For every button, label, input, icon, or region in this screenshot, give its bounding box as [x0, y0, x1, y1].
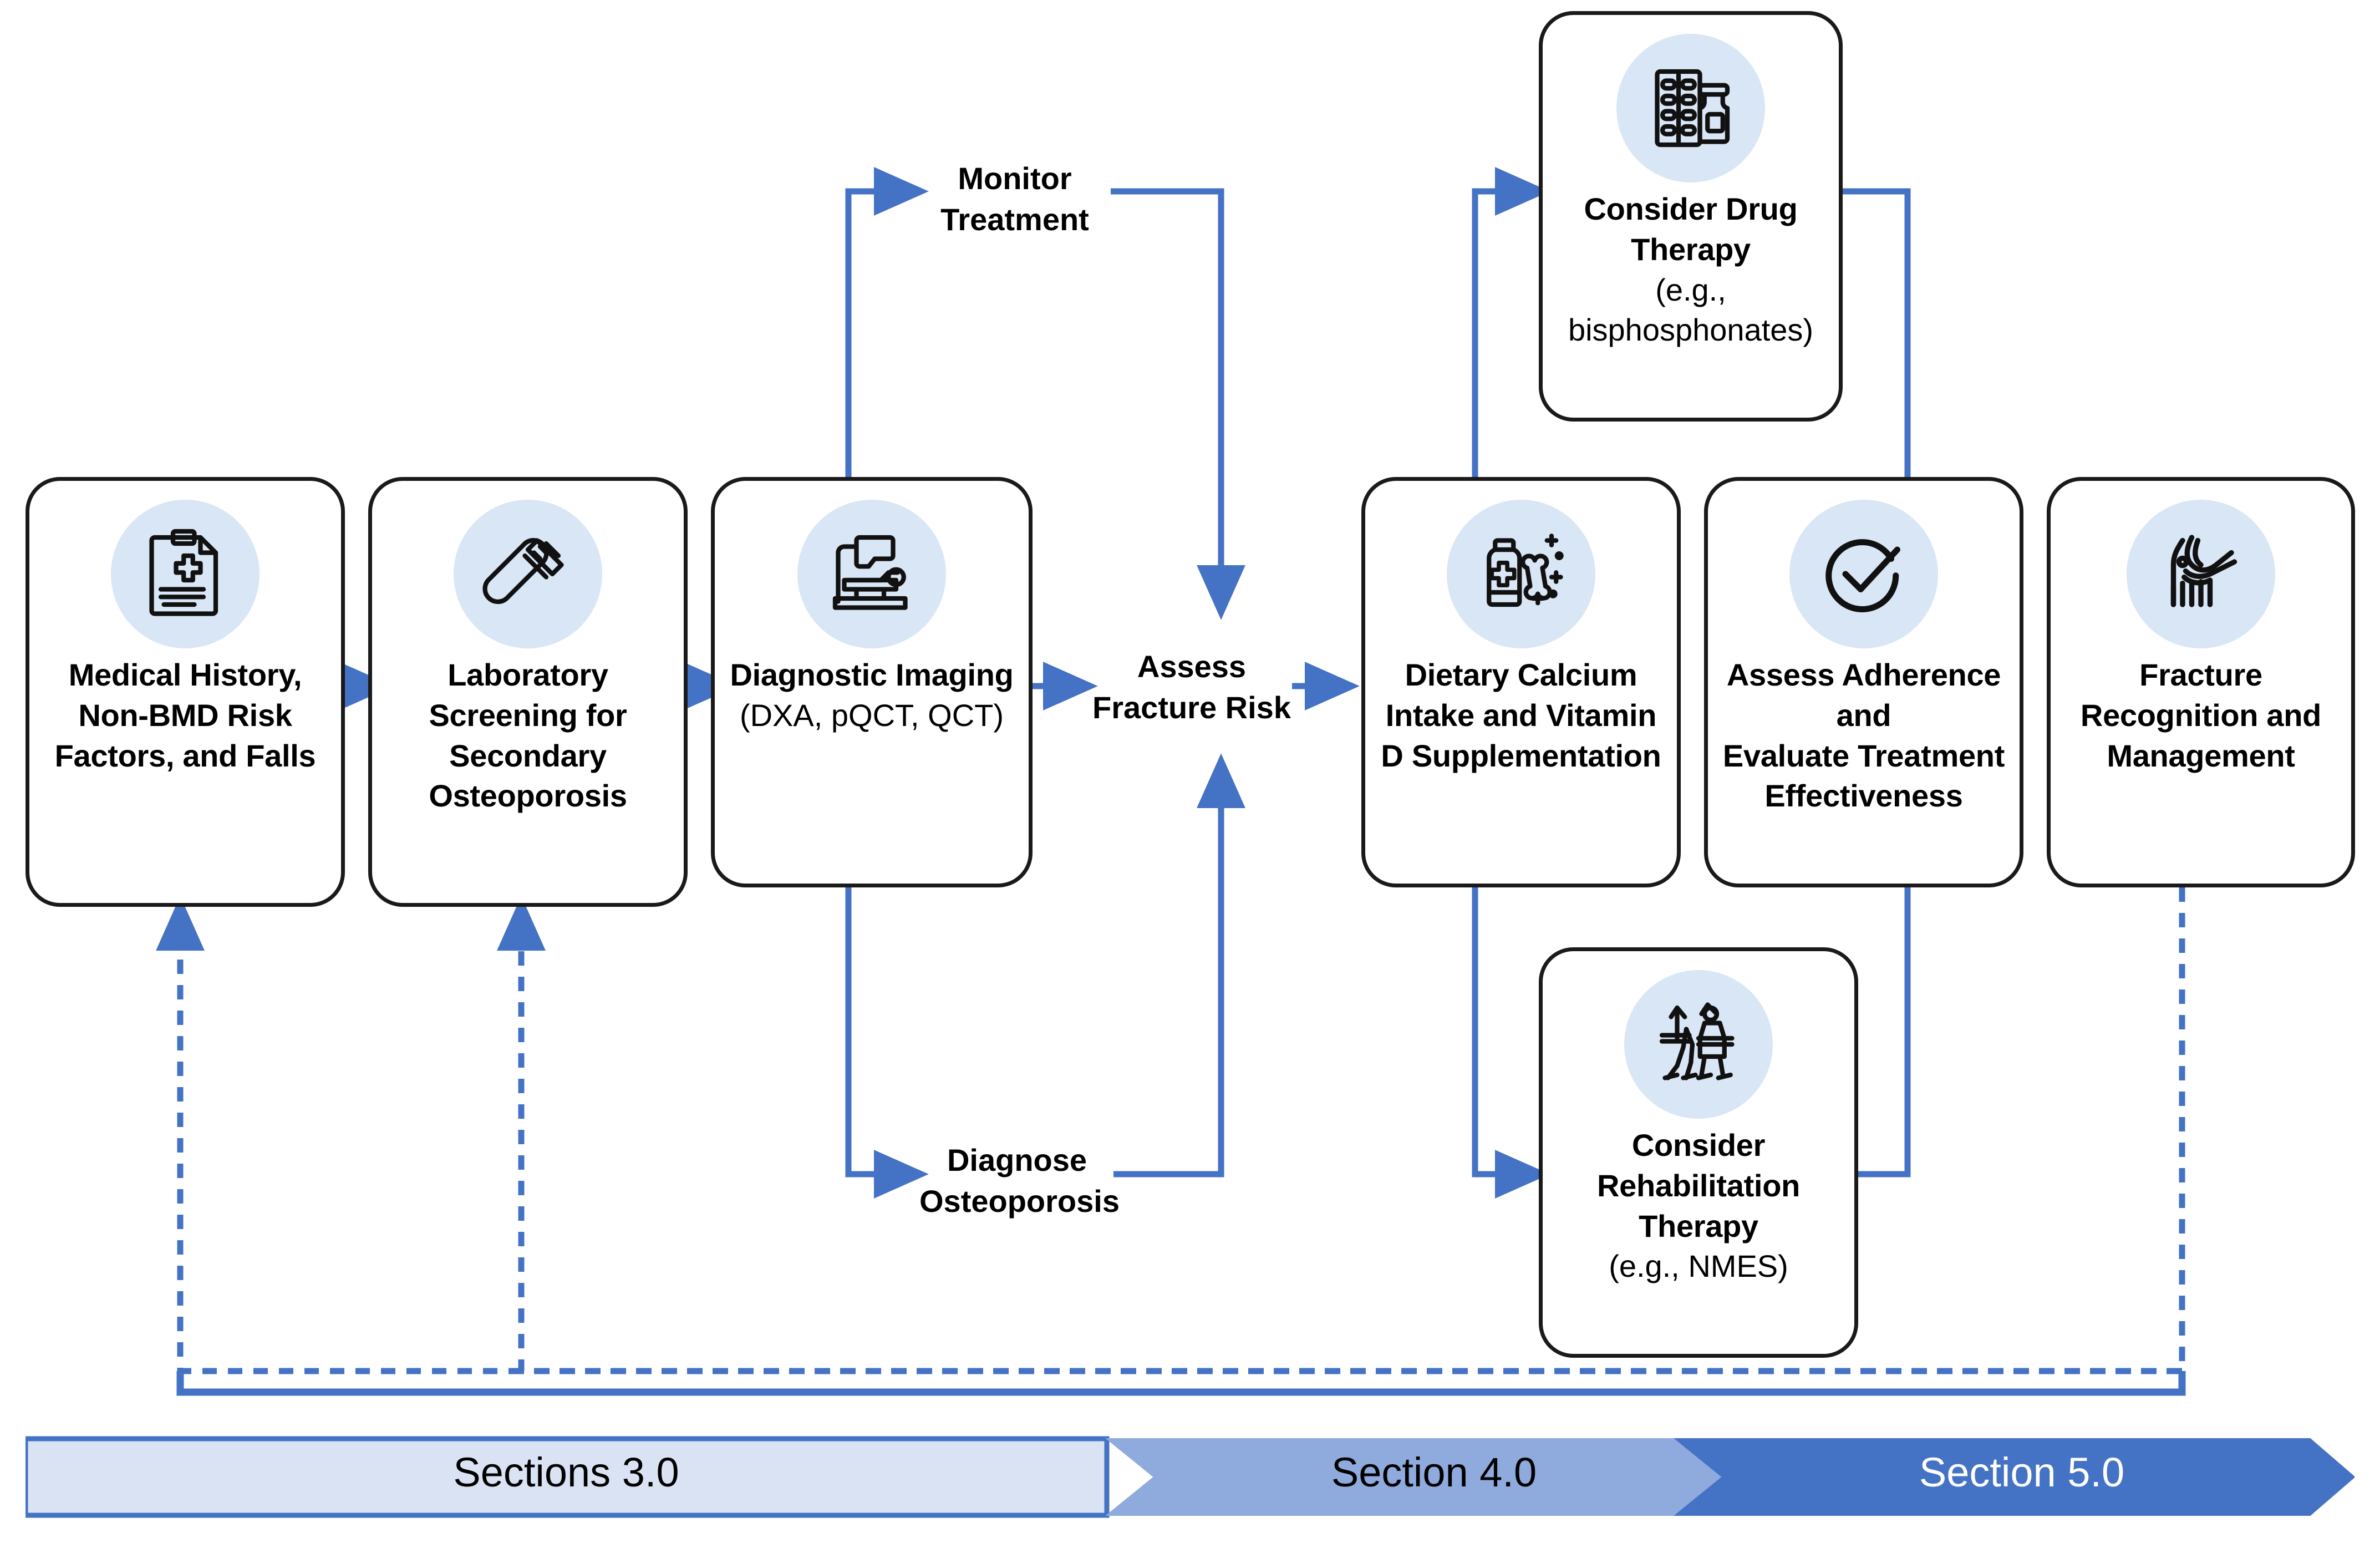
node-label: Medical History, Non-BMD Risk Factors, a…	[54, 657, 316, 773]
ribbon-label-sections-3: Sections 3.0	[453, 1449, 679, 1495]
label-diagnose-osteoporosis: Diagnose Osteoporosis	[919, 1143, 1120, 1219]
section-progress-ribbon: Sections 3.0 Section 4.0 Section 5.0	[26, 1435, 2354, 1519]
clipboard-medical-record-icon	[111, 500, 260, 648]
ct-scanner-icon	[797, 500, 946, 648]
node-label: Assess Adherence and Evaluate Treatment …	[1722, 657, 2005, 814]
node-consider-drug-therapy[interactable]: Consider Drug Therapy (e.g., bisphosphon…	[1539, 11, 1843, 422]
pills-and-bottle-icon	[1616, 34, 1765, 182]
walking-rehab-icon	[1624, 970, 1773, 1119]
node-label: Fracture Recognition and Management	[2080, 657, 2322, 773]
node-label: Laboratory Screening for Secondary Osteo…	[429, 657, 627, 814]
node-dietary-calcium[interactable]: Dietary Calcium Intake and Vitamin D Sup…	[1361, 477, 1681, 887]
ribbon-label-section-5: Section 5.0	[1919, 1449, 2125, 1495]
node-label: Consider Drug Therapy (e.g., bisphosphon…	[1568, 191, 1814, 348]
test-tube-icon	[454, 500, 602, 648]
ribbon-shapes	[26, 1436, 2354, 1518]
supplement-bottle-bone-icon	[1447, 500, 1595, 648]
node-label: Dietary Calcium Intake and Vitamin D Sup…	[1381, 657, 1661, 773]
label-monitor-treatment: Monitor Treatment	[940, 161, 1089, 237]
node-laboratory-screening[interactable]: Laboratory Screening for Secondary Osteo…	[368, 477, 688, 907]
node-label: Consider Rehabilitation Therapy (e.g., N…	[1596, 1128, 1801, 1284]
ribbon-label-section-4: Section 4.0	[1331, 1449, 1537, 1495]
node-medical-history[interactable]: Medical History, Non-BMD Risk Factors, a…	[26, 477, 345, 907]
node-label: Diagnostic Imaging (DXA, pQCT, QCT)	[730, 657, 1014, 733]
node-fracture-recognition[interactable]: Fracture Recognition and Management	[2047, 477, 2355, 887]
check-circle-icon	[1789, 500, 1938, 648]
label-assess-fracture-risk: Assess Fracture Risk	[1092, 649, 1291, 725]
node-assess-adherence[interactable]: Assess Adherence and Evaluate Treatment …	[1704, 477, 2023, 887]
ribbon-segment-section-5[interactable]	[1674, 1438, 2354, 1516]
node-consider-rehabilitation[interactable]: Consider Rehabilitation Therapy (e.g., N…	[1539, 947, 1858, 1358]
knee-joint-bone-icon	[2127, 500, 2275, 648]
node-diagnostic-imaging[interactable]: Diagnostic Imaging (DXA, pQCT, QCT)	[711, 477, 1033, 887]
